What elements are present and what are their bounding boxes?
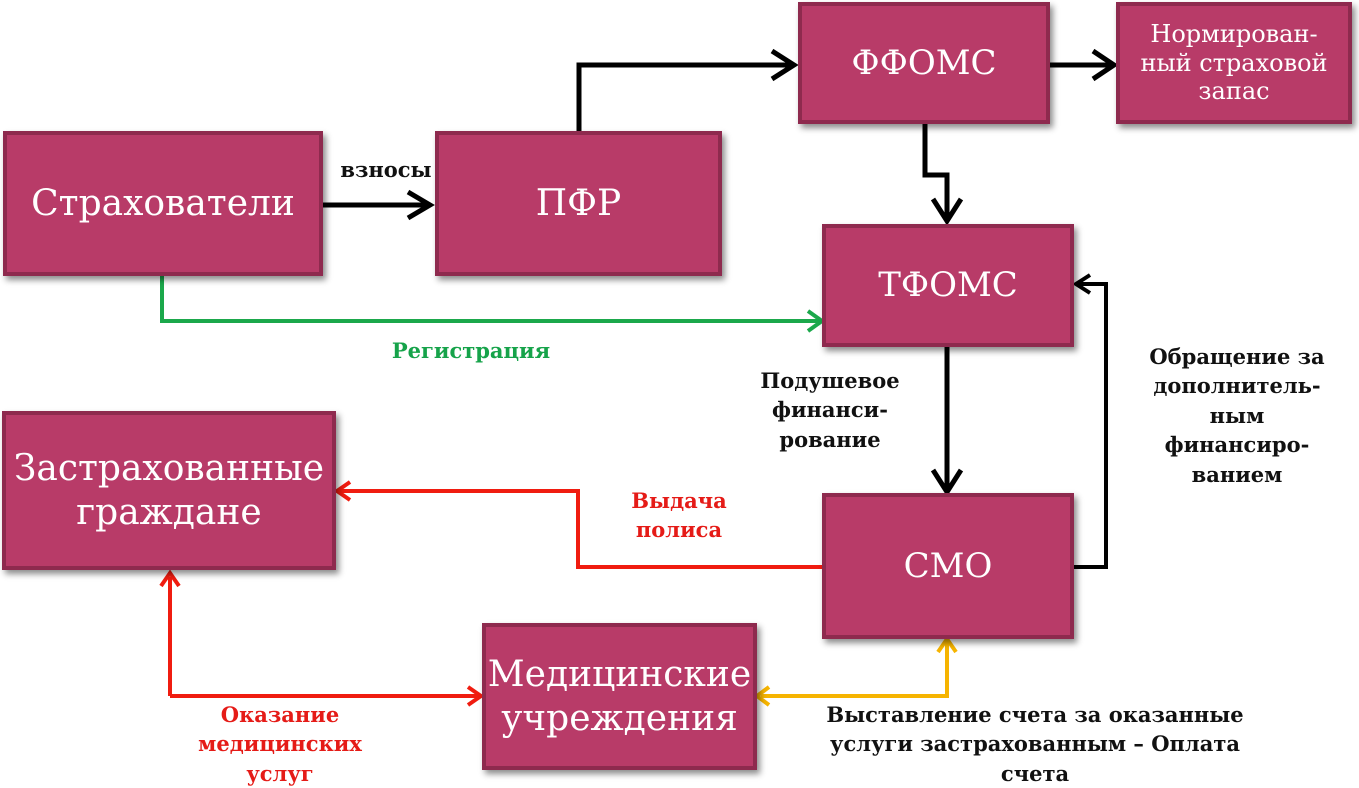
arrow-insurers-to-pfr-head — [406, 189, 435, 221]
label-billing-line1: Выставление счета за оказанные — [826, 702, 1244, 727]
node-medical-line2: учреждения — [501, 697, 738, 739]
label-billing-line2: услуги застрахованным – Оплата — [830, 731, 1240, 757]
node-reserve: Нормирован- ный страховой запас — [1116, 2, 1352, 124]
label-additional-line2: дополнитель- — [1153, 373, 1321, 399]
node-medical: Медицинские учреждения — [482, 623, 757, 770]
label-billing: Выставление счета за оказанные услуги за… — [815, 700, 1255, 788]
label-registration: Регистрация — [391, 338, 551, 363]
node-reserve-line2: ный страховой — [1140, 48, 1328, 77]
node-insured: Застрахованные граждане — [2, 411, 336, 570]
node-reserve-line3: запас — [1198, 77, 1270, 106]
node-insured-line1: Застрахованные — [13, 448, 325, 490]
node-medical-text: Медицинские учреждения — [488, 653, 751, 739]
label-additional-line1: Обращение за — [1149, 344, 1325, 369]
arrow-smo-to-insured-head — [333, 480, 352, 502]
label-per-capita-line2: финанси- — [772, 397, 888, 423]
arrow-to-medical-head — [466, 685, 485, 707]
label-contributions: взносы — [340, 157, 432, 182]
label-additional: Обращение за дополнитель- ным финансиро-… — [1137, 342, 1337, 489]
node-ffoms: ФФОМС — [798, 2, 1050, 124]
arrow-pfr-to-ffoms — [576, 62, 790, 132]
node-tfoms-label: ТФОМС — [878, 265, 1018, 306]
arrow-ffoms-to-tfoms-head — [930, 197, 964, 226]
node-ffoms-label: ФФОМС — [851, 42, 997, 83]
node-insured-line2: граждане — [76, 491, 262, 533]
label-additional-line5: ванием — [1191, 461, 1283, 487]
arrow-to-insured-head — [159, 569, 181, 588]
node-pfr: ПФР — [435, 131, 722, 276]
label-policy-line1: Выдача — [631, 488, 727, 513]
label-billing-line3: счета — [1000, 760, 1070, 786]
arrow-pfr-to-ffoms-head — [770, 48, 799, 82]
node-pfr-label: ПФР — [535, 182, 622, 224]
node-reserve-text: Нормирован- ный страховой запас — [1140, 20, 1327, 106]
label-services: Оказание медицинских услуг — [185, 700, 375, 788]
arrow-insurers-to-tfoms — [160, 274, 820, 323]
arrow-smo-to-insured — [340, 489, 824, 569]
label-policy: Выдача полиса — [604, 486, 754, 545]
arrow-to-smo-head — [936, 635, 958, 654]
label-policy-line2: полиса — [635, 517, 723, 543]
label-services-line1: Оказание — [220, 702, 340, 727]
label-additional-line4: финансиро- — [1164, 432, 1310, 458]
label-per-capita-line3: рование — [779, 426, 881, 452]
label-services-line3: услуг — [246, 760, 314, 786]
label-additional-line3: ным — [1209, 402, 1265, 428]
arrow-medical-smo-line — [761, 642, 949, 698]
label-per-capita: Подушевое финанси- рование — [750, 366, 910, 454]
node-insured-text: Застрахованные граждане — [14, 447, 324, 533]
node-tfoms: ТФОМС — [822, 224, 1074, 347]
node-medical-line1: Медицинские — [487, 654, 752, 696]
arrow-smo-to-tfoms-head — [1072, 273, 1092, 295]
node-insurers-label: Страхователи — [31, 182, 295, 224]
arrow-ffoms-to-reserve-head — [1091, 48, 1119, 82]
node-insurers: Страхователи — [3, 131, 323, 276]
arrow-smo-to-tfoms — [1074, 282, 1108, 569]
arrow-tfoms-to-smo-head — [930, 468, 964, 497]
node-reserve-line1: Нормирован- — [1150, 19, 1318, 48]
arrow-to-medical-yellow-head — [753, 685, 771, 707]
node-smo-label: СМО — [903, 545, 993, 586]
label-per-capita-line1: Подушевое — [760, 368, 900, 393]
arrow-ffoms-to-tfoms — [922, 123, 950, 218]
label-services-line2: медицинских — [198, 731, 362, 757]
node-smo: СМО — [822, 493, 1074, 639]
